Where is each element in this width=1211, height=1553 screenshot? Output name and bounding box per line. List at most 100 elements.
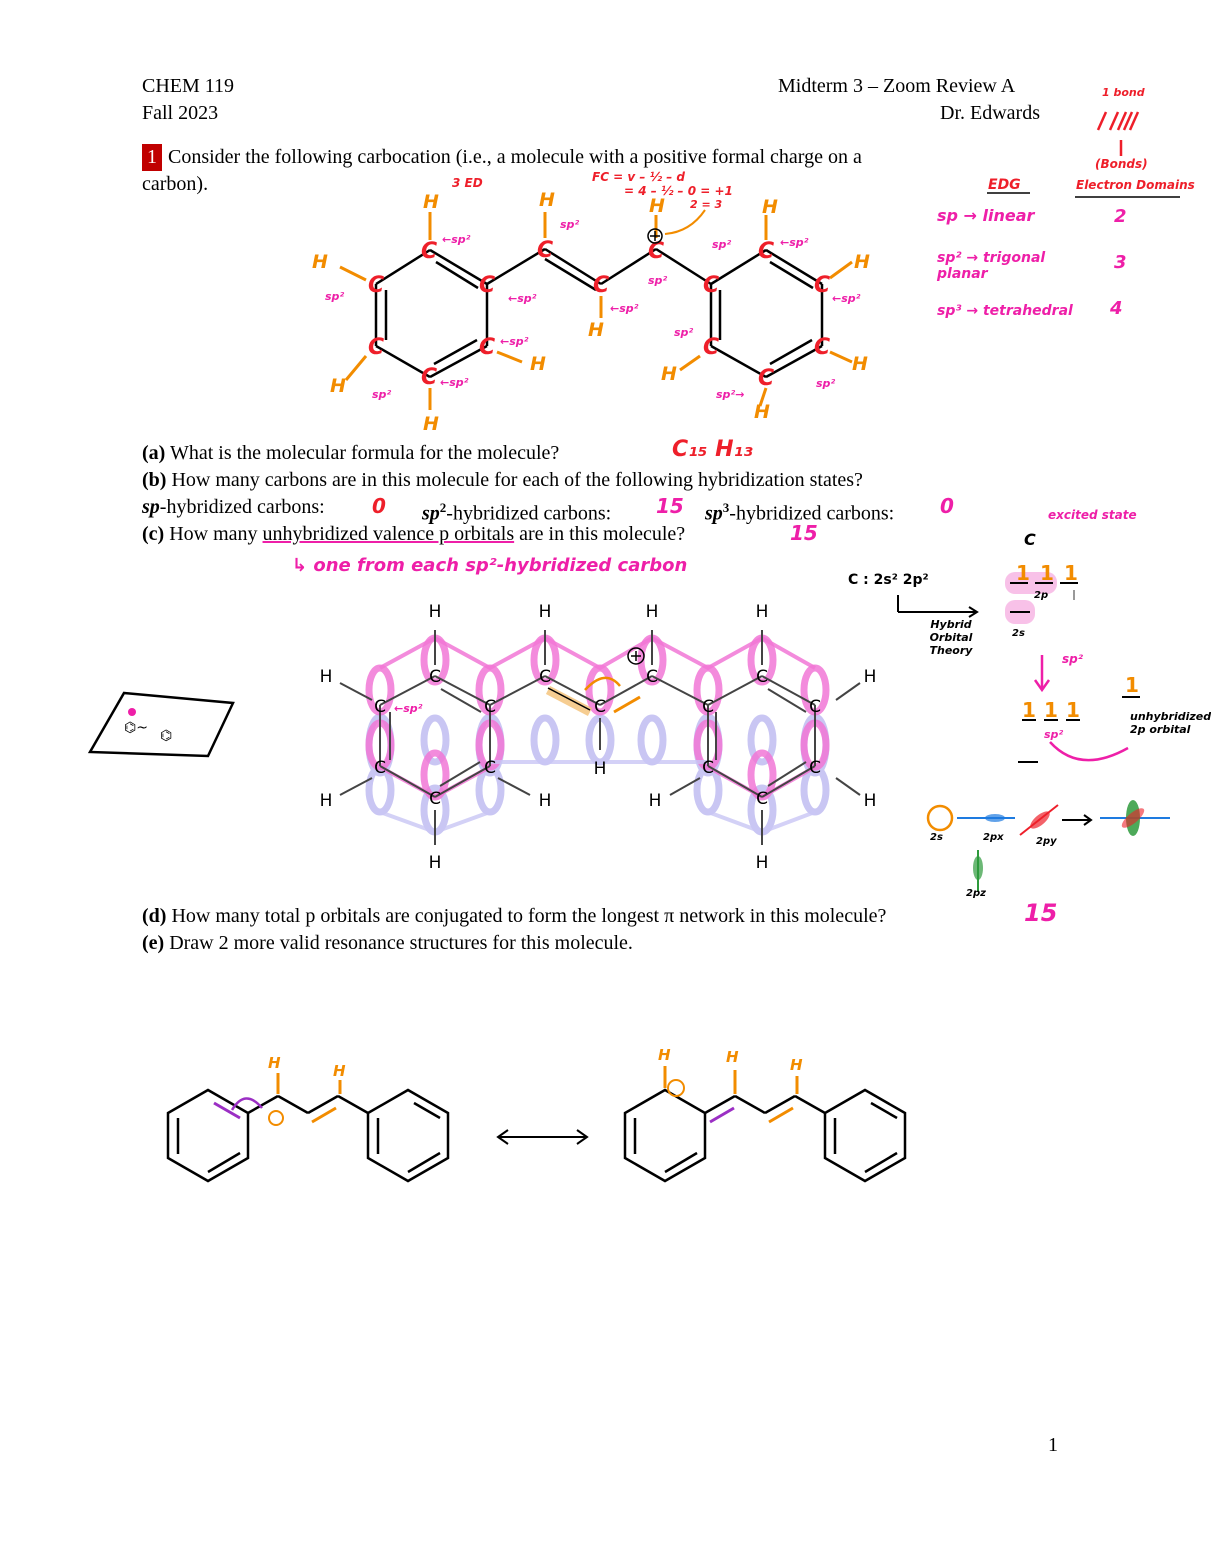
edg-title: EDG	[988, 177, 1021, 193]
sp-text: -hybridized carbons:	[159, 496, 325, 518]
unhybridized-label: unhybridized 2p orbital	[1130, 710, 1211, 736]
edg-row-sp: sp → linear	[937, 206, 1035, 225]
svg-text:1: 1	[1064, 561, 1078, 585]
orbital-2p-label: 2p	[1034, 590, 1049, 601]
svg-text:H: H	[864, 791, 877, 811]
svg-text:H: H	[588, 319, 604, 341]
svg-text:C: C	[646, 667, 658, 687]
svg-text:H: H	[539, 791, 552, 811]
svg-text:C: C	[429, 667, 441, 687]
svg-text:H: H	[539, 189, 555, 211]
svg-text:1: 1	[1016, 561, 1030, 585]
course-code: CHEM 119	[142, 75, 235, 97]
orbital-2s-label: 2s	[1012, 628, 1025, 639]
svg-text:sp²→: sp²→	[716, 388, 744, 401]
svg-text:⌬~: ⌬~	[124, 720, 148, 736]
ground-state-config: C : 2s² 2p²	[848, 572, 929, 588]
svg-text:H: H	[726, 1048, 739, 1066]
svg-text:H: H	[594, 759, 607, 779]
orbital-2s-small: 2s	[930, 832, 943, 843]
instructor: Dr. Edwards	[940, 102, 1040, 124]
svg-text:C: C	[814, 335, 830, 360]
edg-value-sp3: 4	[1110, 298, 1123, 319]
svg-text:H: H	[649, 791, 662, 811]
sp3-superscript: 3	[722, 500, 730, 515]
edg-row-sp2: sp² → trigonal planar	[937, 250, 1046, 282]
sp3-answer: 0	[940, 494, 954, 518]
svg-text:H: H	[320, 791, 333, 811]
bonds-note: 1 bond	[1102, 86, 1145, 99]
svg-text:H: H	[790, 1056, 803, 1074]
svg-text:sp²: sp²	[372, 388, 391, 401]
svg-text:sp²: sp²	[674, 326, 693, 339]
svg-text:C: C	[484, 758, 496, 778]
svg-text:C: C	[814, 273, 830, 298]
planar-sketch: ⌬~ ⌬	[87, 691, 235, 758]
svg-text:C: C	[421, 365, 437, 390]
svg-text:←sp²: ←sp²	[440, 376, 469, 389]
sp2-text: -hybridized carbons:	[446, 502, 612, 525]
svg-text:H: H	[268, 1054, 281, 1072]
svg-text:C: C	[593, 273, 609, 298]
part-d-answer: 15	[1024, 899, 1058, 927]
svg-text:H: H	[539, 602, 552, 622]
bond-strokes	[1096, 111, 1140, 156]
svg-text:C: C	[809, 758, 821, 778]
svg-text:1: 1	[1040, 561, 1054, 585]
part-e-text: Draw 2 more valid resonance structures f…	[169, 932, 633, 954]
sp3-text: -hybridized carbons:	[729, 502, 895, 525]
alkene-chain	[486, 247, 712, 292]
resonance-arrow	[496, 1129, 589, 1145]
left-benzene-ring	[374, 248, 489, 379]
cation-plus-sign	[647, 209, 706, 244]
ed-count: 2 = 3	[690, 198, 723, 211]
svg-text:C: C	[374, 697, 386, 717]
svg-text:C: C	[758, 239, 774, 264]
svg-text:sp²: sp²	[648, 274, 667, 287]
svg-text:sp²: sp²	[560, 218, 579, 231]
formal-charge-formula: FC = v – ½ – d	[592, 170, 685, 184]
term: Fall 2023	[142, 102, 219, 124]
part-e-label: (e)	[142, 932, 165, 954]
excited-carbon: C	[1024, 530, 1036, 549]
sp-label: sp	[142, 496, 160, 518]
part-c-answer: 15	[790, 521, 818, 545]
svg-text:C: C	[809, 697, 821, 717]
question-number: 1	[142, 144, 162, 171]
svg-text:H: H	[423, 413, 439, 435]
svg-text:C: C	[539, 667, 551, 687]
edg-row-sp3: sp³ → tetrahedral	[937, 303, 1073, 319]
svg-text:C: C	[702, 697, 714, 717]
svg-text:H: H	[661, 363, 677, 385]
svg-text:H: H	[429, 853, 442, 873]
orbital-2pz-label: 2pz	[966, 888, 986, 899]
svg-text:C: C	[537, 238, 553, 263]
svg-text:H: H	[754, 401, 770, 423]
svg-text:←sp²: ←sp²	[500, 335, 529, 348]
resonance-structure-2	[623, 1066, 907, 1183]
svg-text:H: H	[762, 196, 778, 218]
svg-text:H: H	[312, 251, 328, 273]
svg-text:C: C	[484, 697, 496, 717]
part-a-text: What is the molecular formula for the mo…	[169, 442, 560, 464]
part-a-label: (a)	[142, 442, 166, 464]
formal-charge-calc: = 4 – ½ – 0 = +1	[624, 184, 733, 198]
part-a: (a) What is the molecular formula for th…	[142, 440, 559, 467]
sp3-label: sp	[705, 502, 723, 525]
svg-text:H: H	[330, 375, 346, 397]
svg-text:H: H	[649, 195, 665, 217]
svg-text:C: C	[702, 758, 714, 778]
exam-title: Midterm 3 – Zoom Review A	[778, 75, 1016, 97]
sp2-answer: 15	[656, 494, 684, 518]
svg-text:1: 1	[1125, 673, 1139, 697]
svg-text:H: H	[852, 353, 868, 375]
svg-text:C: C	[368, 273, 384, 298]
svg-text:C: C	[429, 789, 441, 809]
part-b-sp2: sp2-hybridized carbons:	[422, 494, 611, 528]
svg-text:1: 1	[1022, 698, 1036, 722]
bonds-sub: (Bonds)	[1095, 157, 1148, 171]
